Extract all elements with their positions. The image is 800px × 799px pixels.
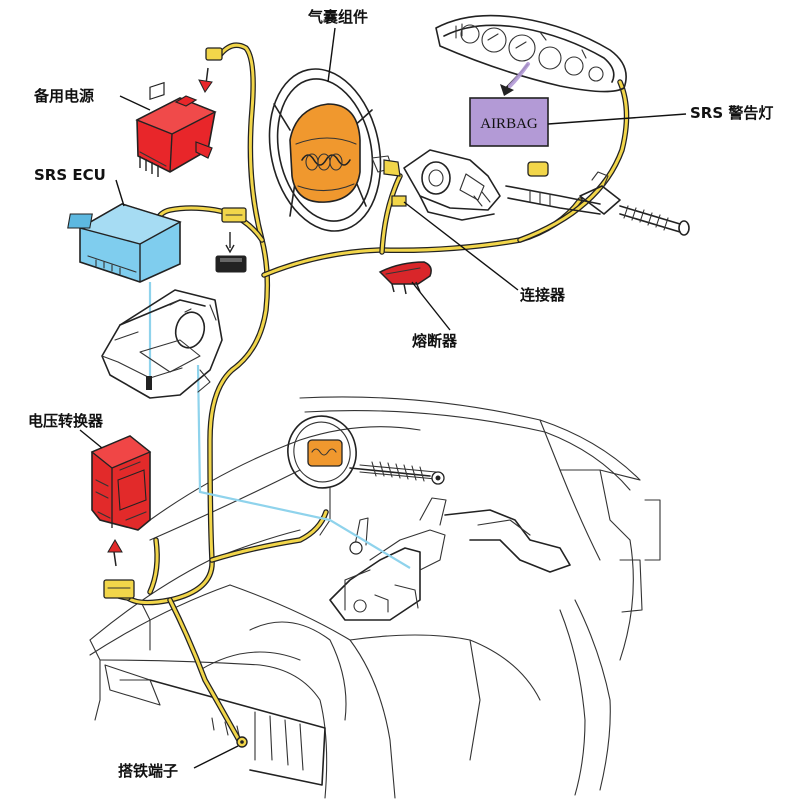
lower-steering-wheel (287, 415, 445, 536)
label-connector: 连接器 (520, 286, 566, 304)
fuse-unit (378, 261, 432, 295)
ecu-mounting-bracket (101, 289, 223, 399)
srs-warning-lamp-panel: AIRBAG (469, 97, 549, 147)
instrument-cluster (435, 14, 627, 96)
pedal-mechanism (329, 497, 571, 621)
label-fuse: 熔断器 (412, 332, 458, 350)
voltage-converter-unit (90, 435, 152, 599)
label-voltage-converter: 电压转换器 (28, 412, 104, 430)
leader-lines (79, 27, 687, 769)
label-srs-ecu: SRS ECU (34, 166, 106, 184)
ground-terminal-unit (236, 736, 248, 748)
airbag-lamp-text: AIRBAG (480, 116, 538, 132)
airbag-module-steering-wheel (268, 68, 393, 232)
label-airbag-module: 气囊组件 (307, 8, 368, 26)
label-ground-terminal: 搭铁端子 (118, 762, 178, 780)
vehicle-interior-illustration (89, 396, 661, 799)
label-backup-power: 备用电源 (33, 87, 94, 105)
arrow-down-icon (198, 67, 213, 93)
srs-ecu-unit (67, 203, 247, 283)
component-labels: 气囊组件 备用电源 SRS ECU SRS 警告灯 连接器 熔断器 电压转换器 … (28, 8, 773, 780)
label-srs-warning-lamp: SRS 警告灯 (690, 104, 773, 122)
backup-power-unit (135, 47, 223, 177)
arrow-up-icon (107, 539, 123, 567)
signal-lines (148, 282, 411, 569)
steering-column-assembly (383, 149, 690, 236)
curved-arrow-icon (500, 62, 530, 96)
